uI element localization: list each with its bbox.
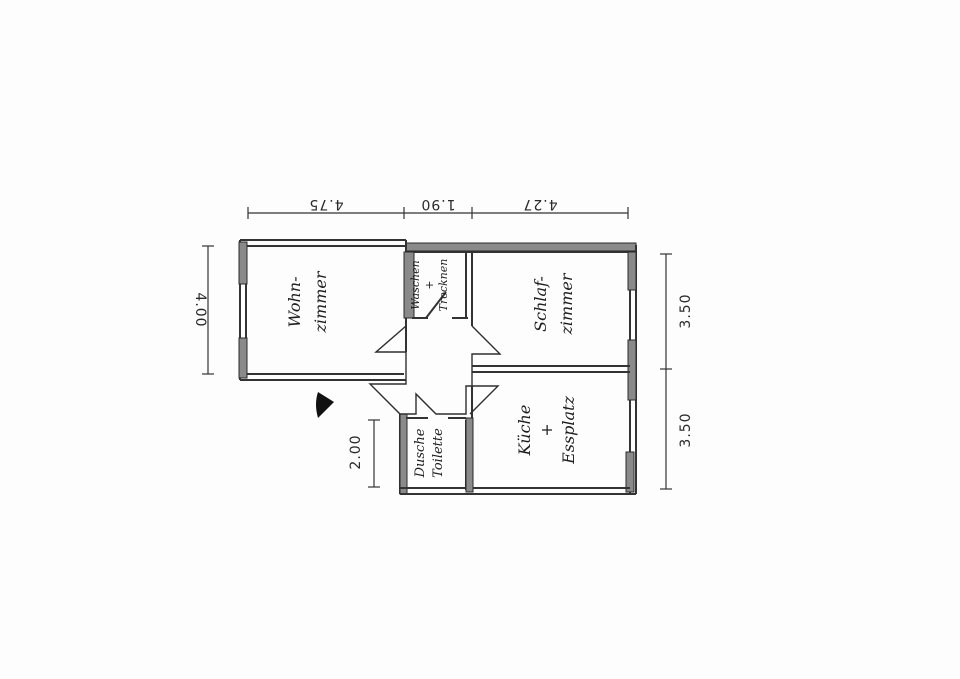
left-dimension-line bbox=[202, 245, 214, 375]
room-waschen-line3: Trocknen bbox=[437, 259, 450, 312]
right-dimension-line bbox=[660, 253, 672, 490]
room-wohnzimmer: Wohn- zimmer bbox=[285, 270, 330, 333]
hallway-outline bbox=[368, 325, 502, 415]
dim-top-right: 4.27 bbox=[522, 196, 557, 212]
room-wohnzimmer-line1: Wohn- bbox=[285, 276, 304, 327]
room-schlafzimmer: Schlaf- zimmer bbox=[531, 272, 576, 335]
room-dusche-line2: Toilette bbox=[431, 428, 446, 478]
dim-left: 4.00 bbox=[192, 292, 208, 327]
room-schlafzimmer-line2: zimmer bbox=[557, 272, 576, 335]
room-kueche: Küche + Essplatz bbox=[515, 396, 578, 465]
dim-left-small: 2.00 bbox=[348, 434, 364, 469]
room-waschen: Waschen + Trocknen bbox=[409, 259, 450, 312]
room-kueche-line3: Essplatz bbox=[559, 396, 578, 465]
dim-right-lower: 3.50 bbox=[678, 412, 694, 447]
dim-top-left: 4.75 bbox=[308, 196, 343, 212]
dim-top-middle: 1.90 bbox=[420, 196, 455, 212]
room-kueche-line1: Küche bbox=[515, 405, 534, 457]
entrance-marker-icon bbox=[316, 392, 334, 418]
room-dusche: Dusche Toilette bbox=[413, 428, 446, 479]
dim-right-upper: 3.50 bbox=[678, 293, 694, 328]
left-small-dimension-line bbox=[368, 419, 380, 488]
walls bbox=[238, 239, 637, 495]
room-dusche-line1: Dusche bbox=[413, 428, 428, 478]
top-dimension-line bbox=[247, 207, 629, 219]
room-kueche-line2: + bbox=[537, 423, 556, 436]
room-wohnzimmer-line2: zimmer bbox=[311, 270, 330, 333]
room-schlafzimmer-line1: Schlaf- bbox=[531, 276, 550, 332]
room-waschen-line1: Waschen bbox=[409, 260, 422, 309]
room-waschen-line2: + bbox=[423, 280, 436, 289]
